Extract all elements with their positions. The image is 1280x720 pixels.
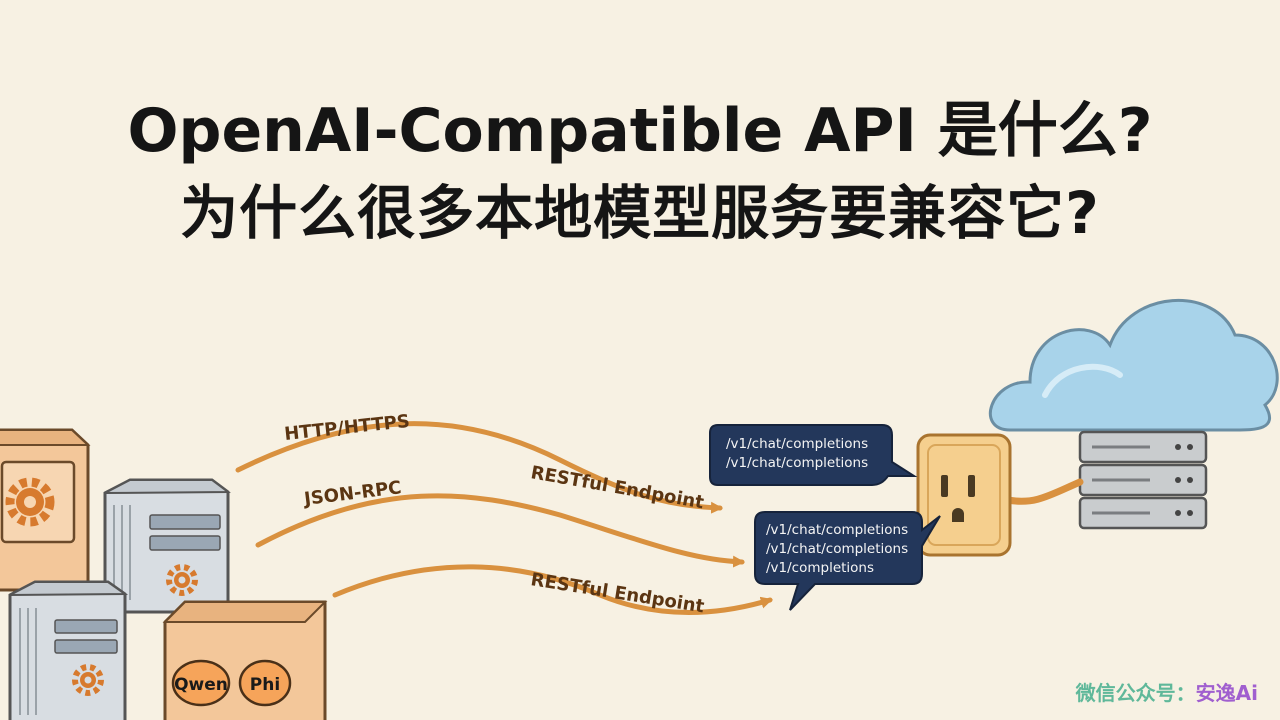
- title-line-1: OpenAI-Compatible API 是什么?: [127, 96, 1153, 166]
- bubble-2-line-1: /v1/chat/completions: [766, 522, 908, 538]
- model-box: Qwen Phi: [162, 600, 328, 720]
- gear-icon: [166, 564, 198, 596]
- connection-arrow-2: [255, 493, 745, 568]
- power-socket-icon: [916, 433, 1012, 557]
- connection-arrow-3: [332, 564, 773, 615]
- endpoint-bubble-2: /v1/chat/completions /v1/chat/completion…: [754, 511, 941, 611]
- gear-icon: [72, 664, 104, 696]
- gear-icon: [5, 477, 55, 527]
- bubble-1-line-1: /v1/chat/completions: [726, 436, 868, 452]
- bubble-1-line-2: /v1/chat/completions: [726, 455, 868, 471]
- model-badge-qwen-label: Qwen: [174, 675, 228, 695]
- computer-tower-gray-2: [8, 580, 129, 720]
- watermark-prefix: 微信公众号：: [1075, 681, 1196, 705]
- arrow-label-http: HTTP/HTTPS: [283, 411, 411, 445]
- computer-tower-orange: [0, 428, 91, 592]
- title-line-2: 为什么很多本地模型服务要兼容它?: [180, 179, 1100, 247]
- bubble-2-line-3: /v1/completions: [766, 560, 874, 576]
- model-badge-phi: Phi: [238, 659, 292, 707]
- arrow-label-restful-2: RESTful Endpoint: [529, 569, 706, 617]
- server-rack-icon: [1078, 430, 1208, 530]
- model-badge-phi-label: Phi: [250, 675, 280, 695]
- endpoint-bubble-1: /v1/chat/completions /v1/chat/completion…: [709, 424, 918, 486]
- arrow-label-restful-1: RESTful Endpoint: [529, 462, 706, 513]
- cable: [1004, 478, 1084, 505]
- model-badge-qwen: Qwen: [171, 659, 231, 707]
- computer-tower-gray-1: [103, 478, 231, 614]
- watermark: 微信公众号：安逸Ai: [1076, 677, 1258, 706]
- watermark-name: 安逸Ai: [1195, 681, 1258, 705]
- bubble-2-line-2: /v1/chat/completions: [766, 541, 908, 557]
- cloud-icon: [988, 298, 1279, 432]
- connection-arrow-1: [235, 421, 723, 514]
